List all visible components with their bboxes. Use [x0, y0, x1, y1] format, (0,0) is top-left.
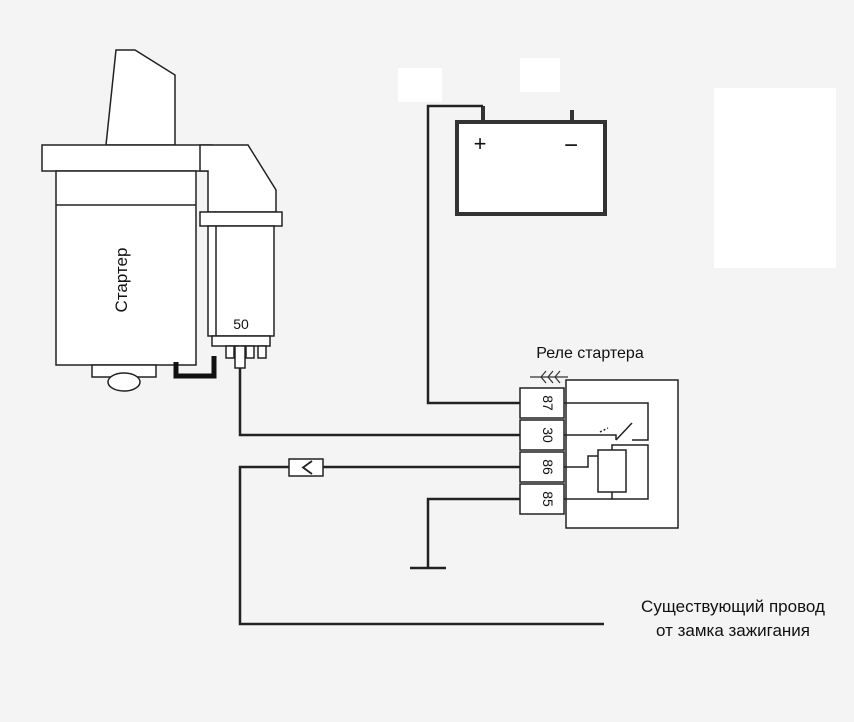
terminal-50-post: [234, 345, 246, 369]
switch-blade: [615, 422, 633, 441]
solenoid-terminal-block: [211, 335, 271, 347]
terminal-post: [257, 345, 267, 359]
background-patch: [520, 58, 560, 92]
background-patch: [398, 68, 442, 102]
starter-label: Стартер: [112, 248, 131, 313]
wire-battery-to-87: [426, 104, 520, 405]
starter-body: [55, 170, 197, 366]
contact-30-path: [564, 434, 617, 440]
relay-pin-87: [519, 387, 565, 419]
switch-link: [599, 427, 609, 433]
inline-connector: [288, 458, 324, 477]
battery-case: [455, 120, 607, 216]
relay-connector-symbol: [530, 370, 568, 384]
plus-symbol: +: [474, 131, 487, 156]
background-patch: [714, 88, 836, 268]
wires: [238, 104, 604, 626]
relay-internal-circuit: [564, 402, 649, 500]
coil-loop: [611, 444, 649, 500]
starter-flange: [41, 144, 213, 172]
wire-86-to-ignition: [238, 465, 604, 626]
solenoid-ring: [199, 211, 283, 227]
pin-label-86: 86: [540, 459, 556, 475]
ground-strap: [173, 356, 217, 379]
inline-connector-chevron: [301, 460, 313, 475]
solenoid-body: [207, 225, 275, 337]
terminal-post: [245, 345, 255, 359]
pin-label-85: 85: [540, 491, 556, 507]
wire-85-to-ground: [426, 497, 520, 568]
existing-wire-label-line2: от замка зажигания: [656, 621, 810, 640]
pin-label-30: 30: [540, 427, 556, 443]
terminal-50-label: 50: [233, 316, 249, 332]
relay-coil: [597, 449, 627, 493]
battery: [455, 106, 607, 216]
relay-title: Реле стартера: [536, 345, 644, 362]
starter-motor: [41, 49, 283, 392]
terminal-post: [225, 345, 235, 359]
starter-pinion: [107, 372, 141, 392]
pin-label-87: 87: [540, 395, 556, 411]
existing-wire-label-line1: Существующий провод: [641, 597, 825, 616]
wire-50-to-30: [238, 368, 520, 437]
minus-symbol: −: [564, 132, 578, 159]
contact-87-path: [564, 402, 649, 441]
